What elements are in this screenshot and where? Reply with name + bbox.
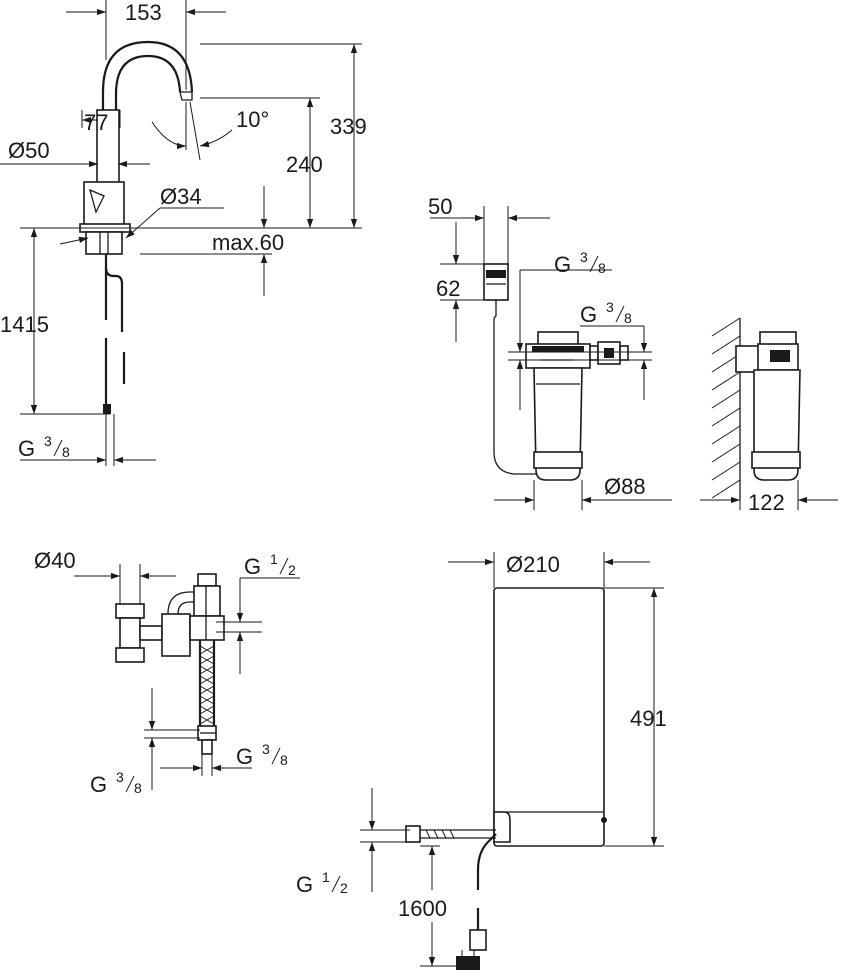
hose-connector: [103, 404, 111, 414]
svg-text:3: 3: [262, 741, 270, 757]
valve-body: [161, 613, 191, 657]
svg-text:2: 2: [288, 562, 296, 578]
faucet-handle: [83, 181, 125, 227]
power-cable: [476, 833, 497, 890]
thread-label-valve-top: G 1 2: [244, 551, 296, 579]
svg-text:G: G: [296, 872, 313, 897]
thread-label-faucet: G 3 8: [18, 433, 70, 461]
svg-text:8: 8: [62, 444, 70, 460]
dim-boiler-height: 491: [630, 706, 667, 731]
dim-wall-depth: 122: [748, 490, 785, 515]
dim-height-total: 339: [330, 114, 367, 139]
dim-head-width: 50: [428, 194, 452, 219]
faucet-hose: [104, 254, 124, 332]
dim-angle: 10°: [236, 107, 269, 132]
filter-head: [483, 263, 509, 301]
dim-width: 153: [125, 0, 162, 25]
boiler-outlet: [493, 811, 511, 843]
boiler-inlet-fitting: [405, 825, 421, 843]
svg-text:G: G: [236, 744, 253, 769]
svg-text:G: G: [18, 436, 35, 461]
dim-spout-reach: 77: [84, 110, 108, 135]
thread-label-boiler: G 1 2: [296, 869, 348, 897]
dim-filter-diameter: Ø88: [604, 474, 646, 499]
spout-outlet: [179, 91, 193, 101]
dim-cable-length: 1600: [398, 896, 447, 921]
svg-text:8: 8: [134, 780, 142, 796]
thread-label-filter-a: G 3 8: [554, 249, 606, 277]
thread-label-valve-left: G 3 8: [90, 769, 142, 797]
svg-text:1: 1: [270, 551, 278, 567]
dim-diameter-hole: Ø34: [160, 184, 202, 209]
faucet-spout: [101, 40, 194, 110]
filter-cable: [493, 300, 540, 475]
dim-valve-diameter: Ø40: [34, 548, 76, 573]
dim-diameter-body: Ø50: [8, 138, 50, 163]
svg-text:3: 3: [44, 433, 52, 449]
dim-head-height: 62: [436, 276, 460, 301]
svg-text:G: G: [90, 772, 107, 797]
faucet-base: [85, 231, 123, 255]
svg-text:3: 3: [606, 299, 614, 315]
svg-text:1: 1: [322, 869, 330, 885]
filter-side-view: 122: [700, 317, 838, 515]
boiler-tank: [493, 587, 605, 847]
svg-text:3: 3: [580, 249, 588, 265]
svg-text:G: G: [580, 302, 597, 327]
thread-label-filter-b: G 3 8: [580, 299, 632, 327]
dim-boiler-diameter: Ø210: [506, 552, 560, 577]
svg-text:8: 8: [280, 752, 288, 768]
filter-unit-view: 50 62 G 3 8 G 3 8 Ø88: [428, 194, 799, 510]
dim-hose-length: 1415: [0, 312, 49, 337]
dim-max-thickness: max.60: [212, 230, 284, 255]
svg-text:8: 8: [598, 260, 606, 276]
boiler-view: Ø210 491 G 1 2 1600: [296, 552, 667, 970]
faucet-view: 153 339 240 77 10° Ø50 Ø34 max.60 1: [0, 0, 367, 466]
thread-label-valve-right: G 3 8: [236, 741, 288, 769]
svg-text:2: 2: [340, 880, 348, 896]
svg-text:G: G: [554, 252, 571, 277]
svg-text:8: 8: [624, 310, 632, 326]
valve-assembly-view: Ø40 G 1 2 G 3 8 G 3 8: [34, 548, 300, 797]
svg-text:3: 3: [116, 769, 124, 785]
braided-hose: [198, 640, 216, 726]
safety-valve: [193, 585, 221, 617]
valve-fitting: [119, 617, 141, 649]
power-plug: [469, 929, 487, 951]
svg-text:G: G: [244, 554, 261, 579]
dim-height-spout: 240: [286, 152, 323, 177]
